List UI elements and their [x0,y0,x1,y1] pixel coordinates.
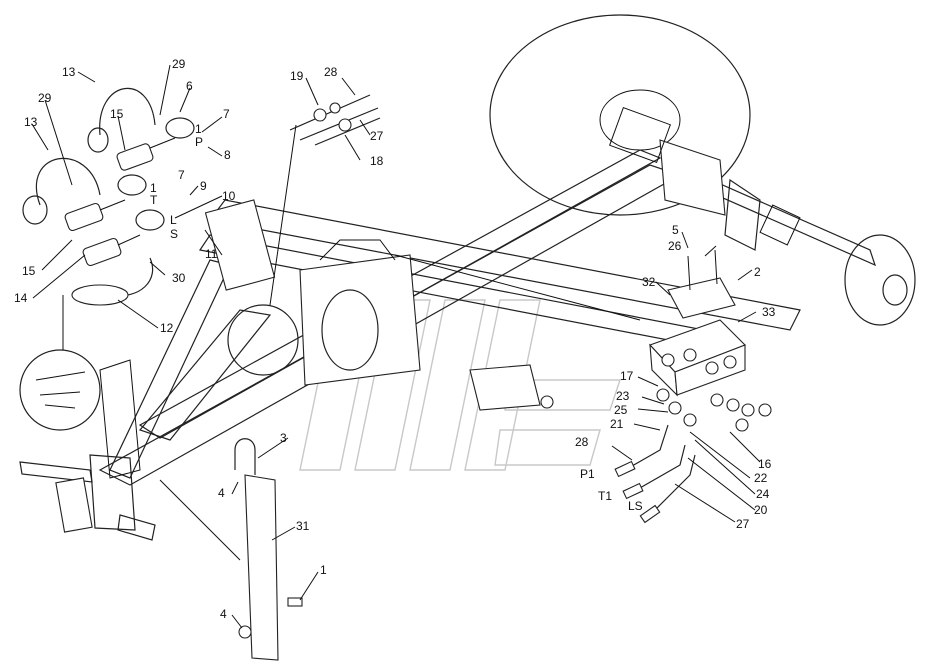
port-ls: LS [628,499,643,513]
label-13: 13 [24,115,38,129]
label-15: 15 [22,264,36,278]
port-t-small: T [150,193,158,207]
control-valve-block [649,319,746,397]
label-25: 25 [614,403,628,417]
label-30: 30 [172,271,186,285]
label-15-top: 15 [110,107,124,121]
label-5: 5 [672,223,679,237]
support-bar [234,438,303,661]
part-number-labels: 13 29 6 29 7 15 13 1 P 8 7 1 T 9 10 L S … [14,57,776,621]
label-16: 16 [758,457,772,471]
label-7-top: 7 [223,107,230,121]
label-29-top: 29 [172,57,186,71]
label-13-top: 13 [62,65,76,79]
label-27: 27 [736,517,750,531]
label-29: 29 [38,91,52,105]
label-33: 33 [762,305,776,319]
front-axle [19,454,156,541]
label-2: 2 [754,265,761,279]
label-28-top: 28 [324,65,338,79]
mid-frame-brackets [204,199,554,411]
label-14: 14 [14,291,28,305]
label-21: 21 [610,417,624,431]
port-p1: P1 [580,467,595,481]
detail-callouts [19,124,641,561]
rear-axle [609,107,916,326]
top-hose-set [289,94,381,146]
valve-mount-plate [667,249,736,319]
hydraulic-fittings [656,388,772,432]
port-s-small: S [170,227,178,241]
port-l-small: L [170,213,177,227]
label-31: 31 [296,519,310,533]
label-6: 6 [186,79,193,93]
port-p-small: P [195,135,203,149]
label-28: 28 [575,435,589,449]
label-26: 26 [668,239,682,253]
label-22: 22 [754,471,768,485]
label-3: 3 [280,431,287,445]
label-23: 23 [616,389,630,403]
port-t1: T1 [598,489,612,503]
quick-couplers-left [22,87,195,306]
label-17: 17 [620,369,634,383]
label-27-top: 27 [370,129,384,143]
label-1-p: 1 [195,122,202,136]
label-24: 24 [756,487,770,501]
label-11: 11 [205,247,218,261]
label-19: 19 [290,69,304,83]
label-20: 20 [754,503,768,517]
label-12: 12 [160,321,174,335]
chassis-frame [98,149,801,486]
label-1-t: 1 [150,181,157,195]
label-4: 4 [220,607,227,621]
label-7: 7 [178,168,185,182]
label-8: 8 [224,148,231,162]
label-4-top: 4 [218,486,225,500]
label-9: 9 [200,179,207,193]
label-32: 32 [642,275,656,289]
label-1: 1 [320,563,327,577]
label-18: 18 [370,154,384,168]
leader-lines [31,64,761,629]
label-10: 10 [222,189,236,203]
